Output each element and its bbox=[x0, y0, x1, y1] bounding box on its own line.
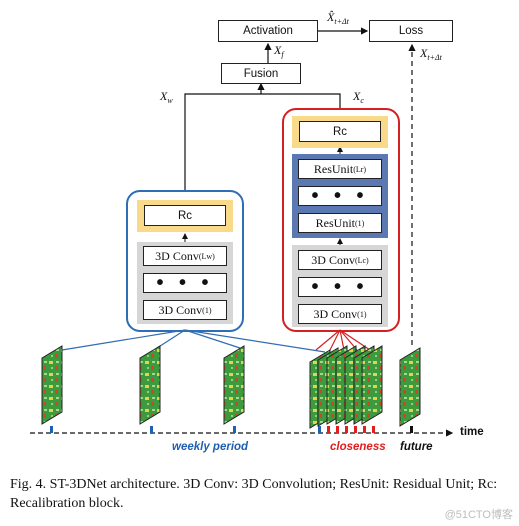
map-frame-week-1 bbox=[41, 345, 63, 425]
map-frame-week-3 bbox=[223, 345, 245, 425]
map-frame-closeness-stack bbox=[309, 345, 383, 429]
weekly-period-label: weekly period bbox=[172, 441, 249, 453]
closeness-resunit-dots: • • • bbox=[298, 186, 382, 206]
xhat-label: X̂t+Δt bbox=[327, 10, 349, 26]
weekly-branch-frame bbox=[126, 190, 244, 332]
xw-label: Xw bbox=[160, 89, 173, 105]
closeness-resunit-bottom: ResUnit(1) bbox=[298, 213, 382, 233]
x-target-label: Xt+Δt bbox=[420, 46, 442, 62]
map-frame-week-2 bbox=[139, 345, 161, 425]
weekly-rc-box: Rc bbox=[144, 205, 226, 226]
traffic-map-frames bbox=[41, 345, 421, 429]
closeness-resunit-top: ResUnit(Lr) bbox=[298, 159, 382, 179]
closeness-conv-top: 3D Conv(Lc) bbox=[298, 250, 382, 270]
xf-label: Xf bbox=[274, 43, 284, 59]
closeness-branch-frame bbox=[282, 108, 400, 332]
future-label: future bbox=[400, 441, 433, 453]
fusion-box: Fusion bbox=[221, 63, 301, 84]
time-axis-label: time bbox=[460, 426, 484, 438]
closeness-label: closeness bbox=[330, 441, 386, 453]
closeness-rc-box: Rc bbox=[299, 121, 381, 142]
weekly-conv-top: 3D Conv(Lw) bbox=[143, 246, 227, 266]
closeness-conv-dots: • • • bbox=[298, 277, 382, 297]
weekly-conv-dots: • • • bbox=[143, 273, 227, 293]
closeness-conv-bottom: 3D Conv(1) bbox=[298, 304, 382, 324]
xc-label: Xc bbox=[353, 89, 364, 105]
weekly-conv-bottom: 3D Conv(1) bbox=[143, 300, 227, 320]
connector-lines bbox=[30, 27, 454, 437]
loss-box: Loss bbox=[369, 20, 453, 42]
figure-caption: Fig. 4. ST-3DNet architecture. 3D Conv: … bbox=[10, 477, 498, 511]
activation-box: Activation bbox=[218, 20, 318, 42]
watermark: @51CTO博客 bbox=[444, 509, 513, 521]
map-frame-future bbox=[399, 347, 421, 427]
